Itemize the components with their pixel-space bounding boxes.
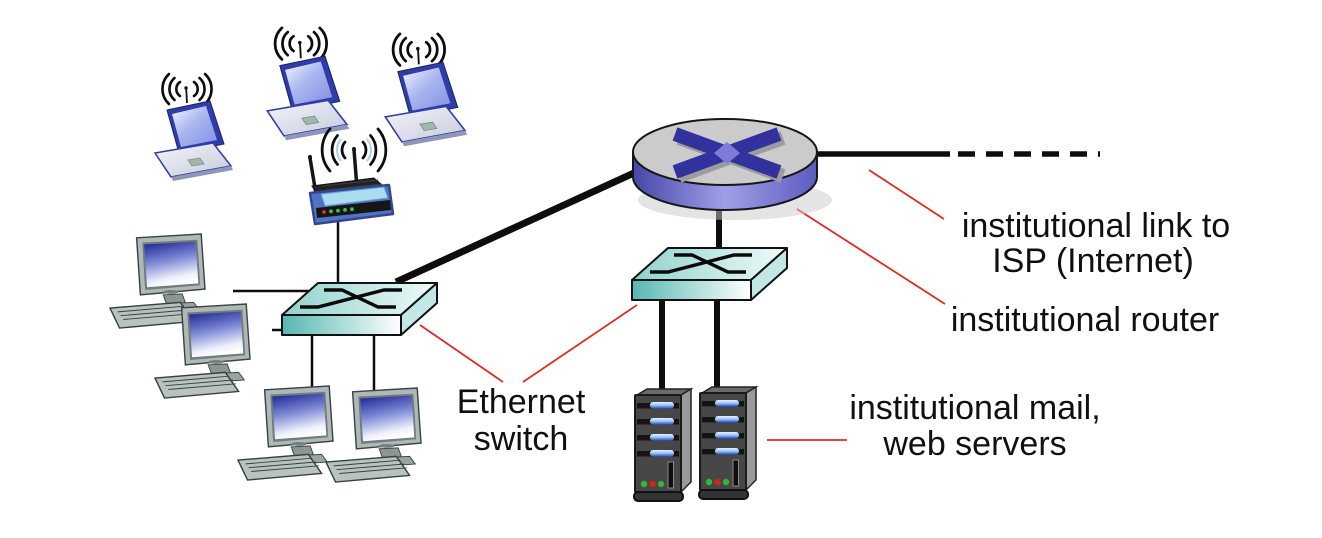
thin-cables (233, 216, 376, 396)
label-isp-link-line1: institutional link to (962, 207, 1230, 245)
label-ethernet-switch-line2: switch (474, 420, 568, 458)
ethernet-switch-icon (630, 246, 789, 302)
leader-ethernet-switch-right (522, 304, 638, 383)
desktop-pc-icon (325, 387, 422, 483)
router-icon (632, 118, 832, 220)
leader-institutional-router (796, 208, 946, 305)
server-tower-icon (633, 388, 692, 502)
cable-switch-router (394, 168, 638, 286)
leader-ethernet-switch-left (419, 324, 504, 383)
laptop-icon (383, 32, 469, 148)
laptop-icon (265, 26, 351, 142)
label-isp-link-line2: ISP (Internet) (992, 242, 1194, 280)
label-ethernet-switch-line1: Ethernet (457, 383, 586, 421)
label-institutional-router: institutional router (951, 301, 1219, 339)
label-servers-line2: web servers (882, 425, 1066, 463)
server-tower-icon (698, 386, 757, 500)
label-servers-line1: institutional mail, (849, 389, 1100, 427)
laptop-icon (153, 72, 235, 183)
leader-lines (419, 169, 946, 441)
router-x-center (714, 142, 740, 164)
desktop-pc-icon (237, 385, 334, 481)
leader-isp-link (868, 169, 945, 220)
wireless-router-icon (306, 127, 395, 226)
